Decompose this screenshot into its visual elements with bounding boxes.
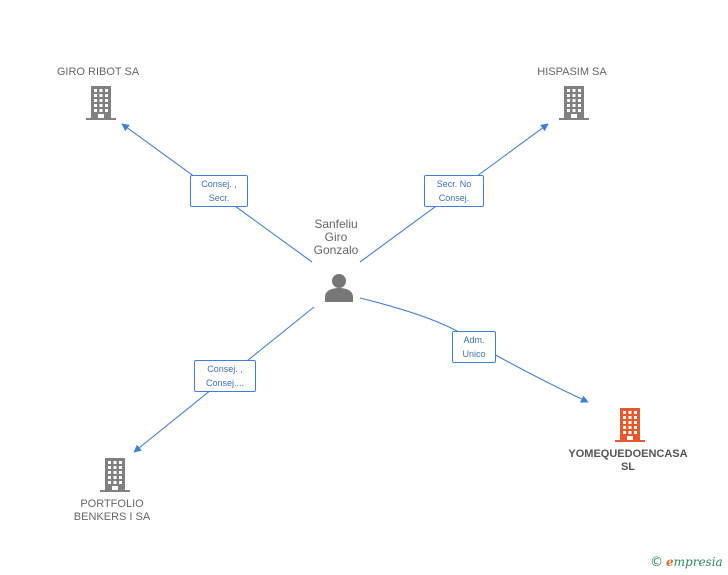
building-icon [559, 86, 589, 120]
company-name-hispasim: HISPASIM SA [537, 66, 607, 78]
company-name-giro-ribot: GIRO RIBOT SA [56, 66, 140, 78]
company-name-portfolio: PORTFOLIO BENKERS I SA [73, 498, 151, 523]
building-icon [615, 408, 645, 442]
edge-label-giro-ribot[interactable]: Consej. , Secr. [190, 175, 248, 207]
building-icon [100, 458, 130, 492]
edge-label-hispasim[interactable]: Secr. No Consej. [424, 175, 484, 207]
building-icon [86, 86, 116, 120]
brand-initial: e [666, 555, 674, 569]
brand-logo: ©empresia [650, 555, 723, 570]
copyright-symbol: © [650, 555, 663, 570]
brand-name: mpresia [673, 555, 723, 569]
company-name-yomequedo: YOMEQUEDOENCASA SL [568, 448, 688, 473]
person-name: Sanfeliu Giro Gonzalo [313, 217, 359, 257]
edge-label-yomequedo[interactable]: Adm. Unico [452, 331, 496, 363]
edge-label-portfolio[interactable]: Consej. , Consej.... [194, 360, 256, 392]
person-icon [325, 274, 353, 302]
